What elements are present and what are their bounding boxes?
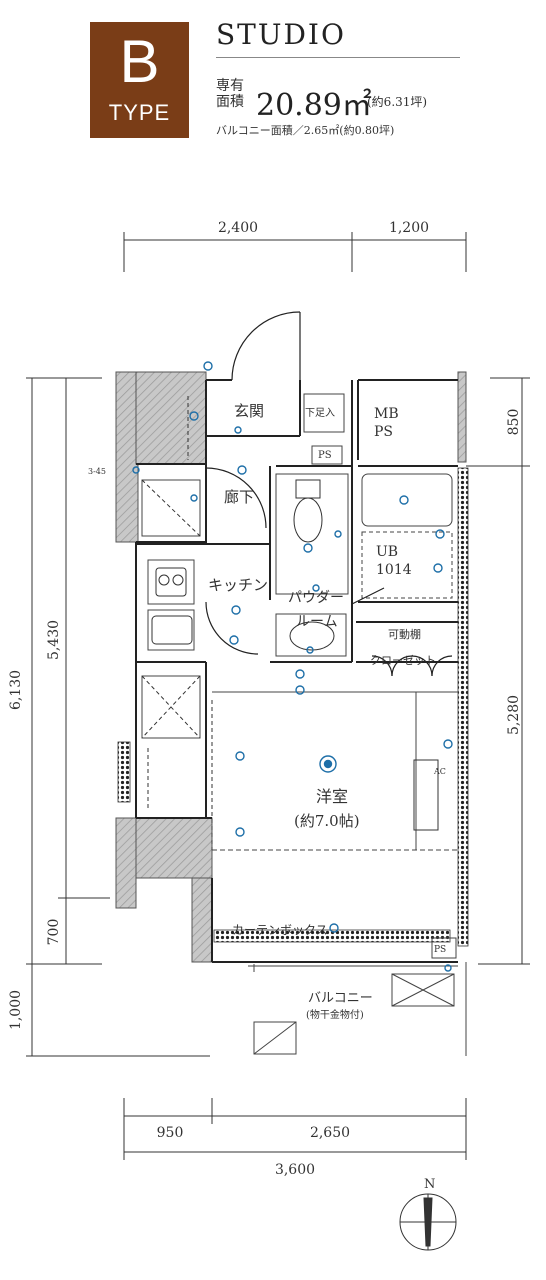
dim-right-1: 850 — [506, 409, 522, 436]
dim-left-inner-1: 5,430 — [46, 620, 62, 660]
dashed-lines — [141, 396, 213, 850]
dimension-bottom — [123, 1098, 467, 1160]
small-label-ac: AC — [433, 767, 446, 776]
room-ub-size: 1014 — [376, 562, 412, 578]
dimension-left — [26, 377, 210, 1057]
room-balcony-sub: (物干金物付) — [306, 1008, 364, 1021]
area-tsubo: (約6.31坪) — [367, 95, 428, 109]
inner-lines — [141, 393, 467, 1056]
dimension-right — [466, 377, 530, 965]
dim-bottom-total: 3,600 — [275, 1162, 315, 1178]
type-badge: B TYPE — [90, 22, 189, 138]
wall-hatch — [115, 371, 467, 963]
dim-bottom-2: 2,650 — [310, 1125, 350, 1141]
room-mb: MB — [374, 406, 399, 422]
dim-top-1: 2,400 — [218, 220, 258, 236]
room-ps-small: PS — [318, 450, 332, 461]
dim-left-outer-1: 6,130 — [8, 670, 24, 710]
room-ub: UB — [376, 544, 398, 560]
dim-left-outer-2: 1,000 — [8, 990, 24, 1030]
room-ps-label: PS — [374, 424, 393, 440]
compass-icon — [399, 1193, 457, 1251]
room-youshitsu-size: (約7.0帖) — [294, 812, 360, 830]
area-value: 20.89㎡ — [256, 88, 372, 123]
door-swings — [205, 311, 453, 677]
room-powder-2: ルーム — [296, 614, 338, 630]
fixtures — [151, 479, 439, 831]
room-storage: 可動棚 — [388, 627, 421, 641]
room-genkan: 玄関 — [234, 402, 264, 420]
type-word: TYPE — [108, 100, 171, 125]
plan-title: STUDIO — [216, 18, 346, 51]
room-ps-balcony: PS — [434, 945, 446, 955]
compass-north: N — [424, 1177, 435, 1192]
room-powder: パウダー — [288, 590, 344, 606]
room-shoe: 下足入 — [305, 407, 335, 419]
room-closet: クローゼット — [370, 654, 436, 667]
room-balcony: バルコニー — [308, 991, 373, 1006]
walls — [135, 379, 458, 963]
small-label-345: 3-45 — [88, 467, 106, 476]
room-youshitsu: 洋室 — [316, 787, 348, 806]
electrical-points — [132, 361, 453, 972]
balcony-area: バルコニー面積／2.65㎡(約0.80坪) — [216, 124, 395, 137]
dim-bottom-1: 950 — [157, 1125, 184, 1141]
title-divider — [216, 57, 460, 58]
area-label-line1: 専有 — [216, 78, 244, 94]
dimension-top — [123, 232, 467, 272]
dim-right-2: 5,280 — [506, 695, 522, 735]
room-kitchen: キッチン — [208, 576, 268, 594]
wall-dotted — [117, 467, 469, 947]
dim-left-inner-2: 700 — [46, 919, 62, 946]
type-letter: B — [119, 28, 160, 95]
room-curtain-box: カーテンボックス — [232, 923, 328, 937]
room-rouka: 廊下 — [224, 488, 254, 506]
area-label-line2: 面積 — [216, 94, 244, 110]
dim-top-2: 1,200 — [389, 220, 429, 236]
